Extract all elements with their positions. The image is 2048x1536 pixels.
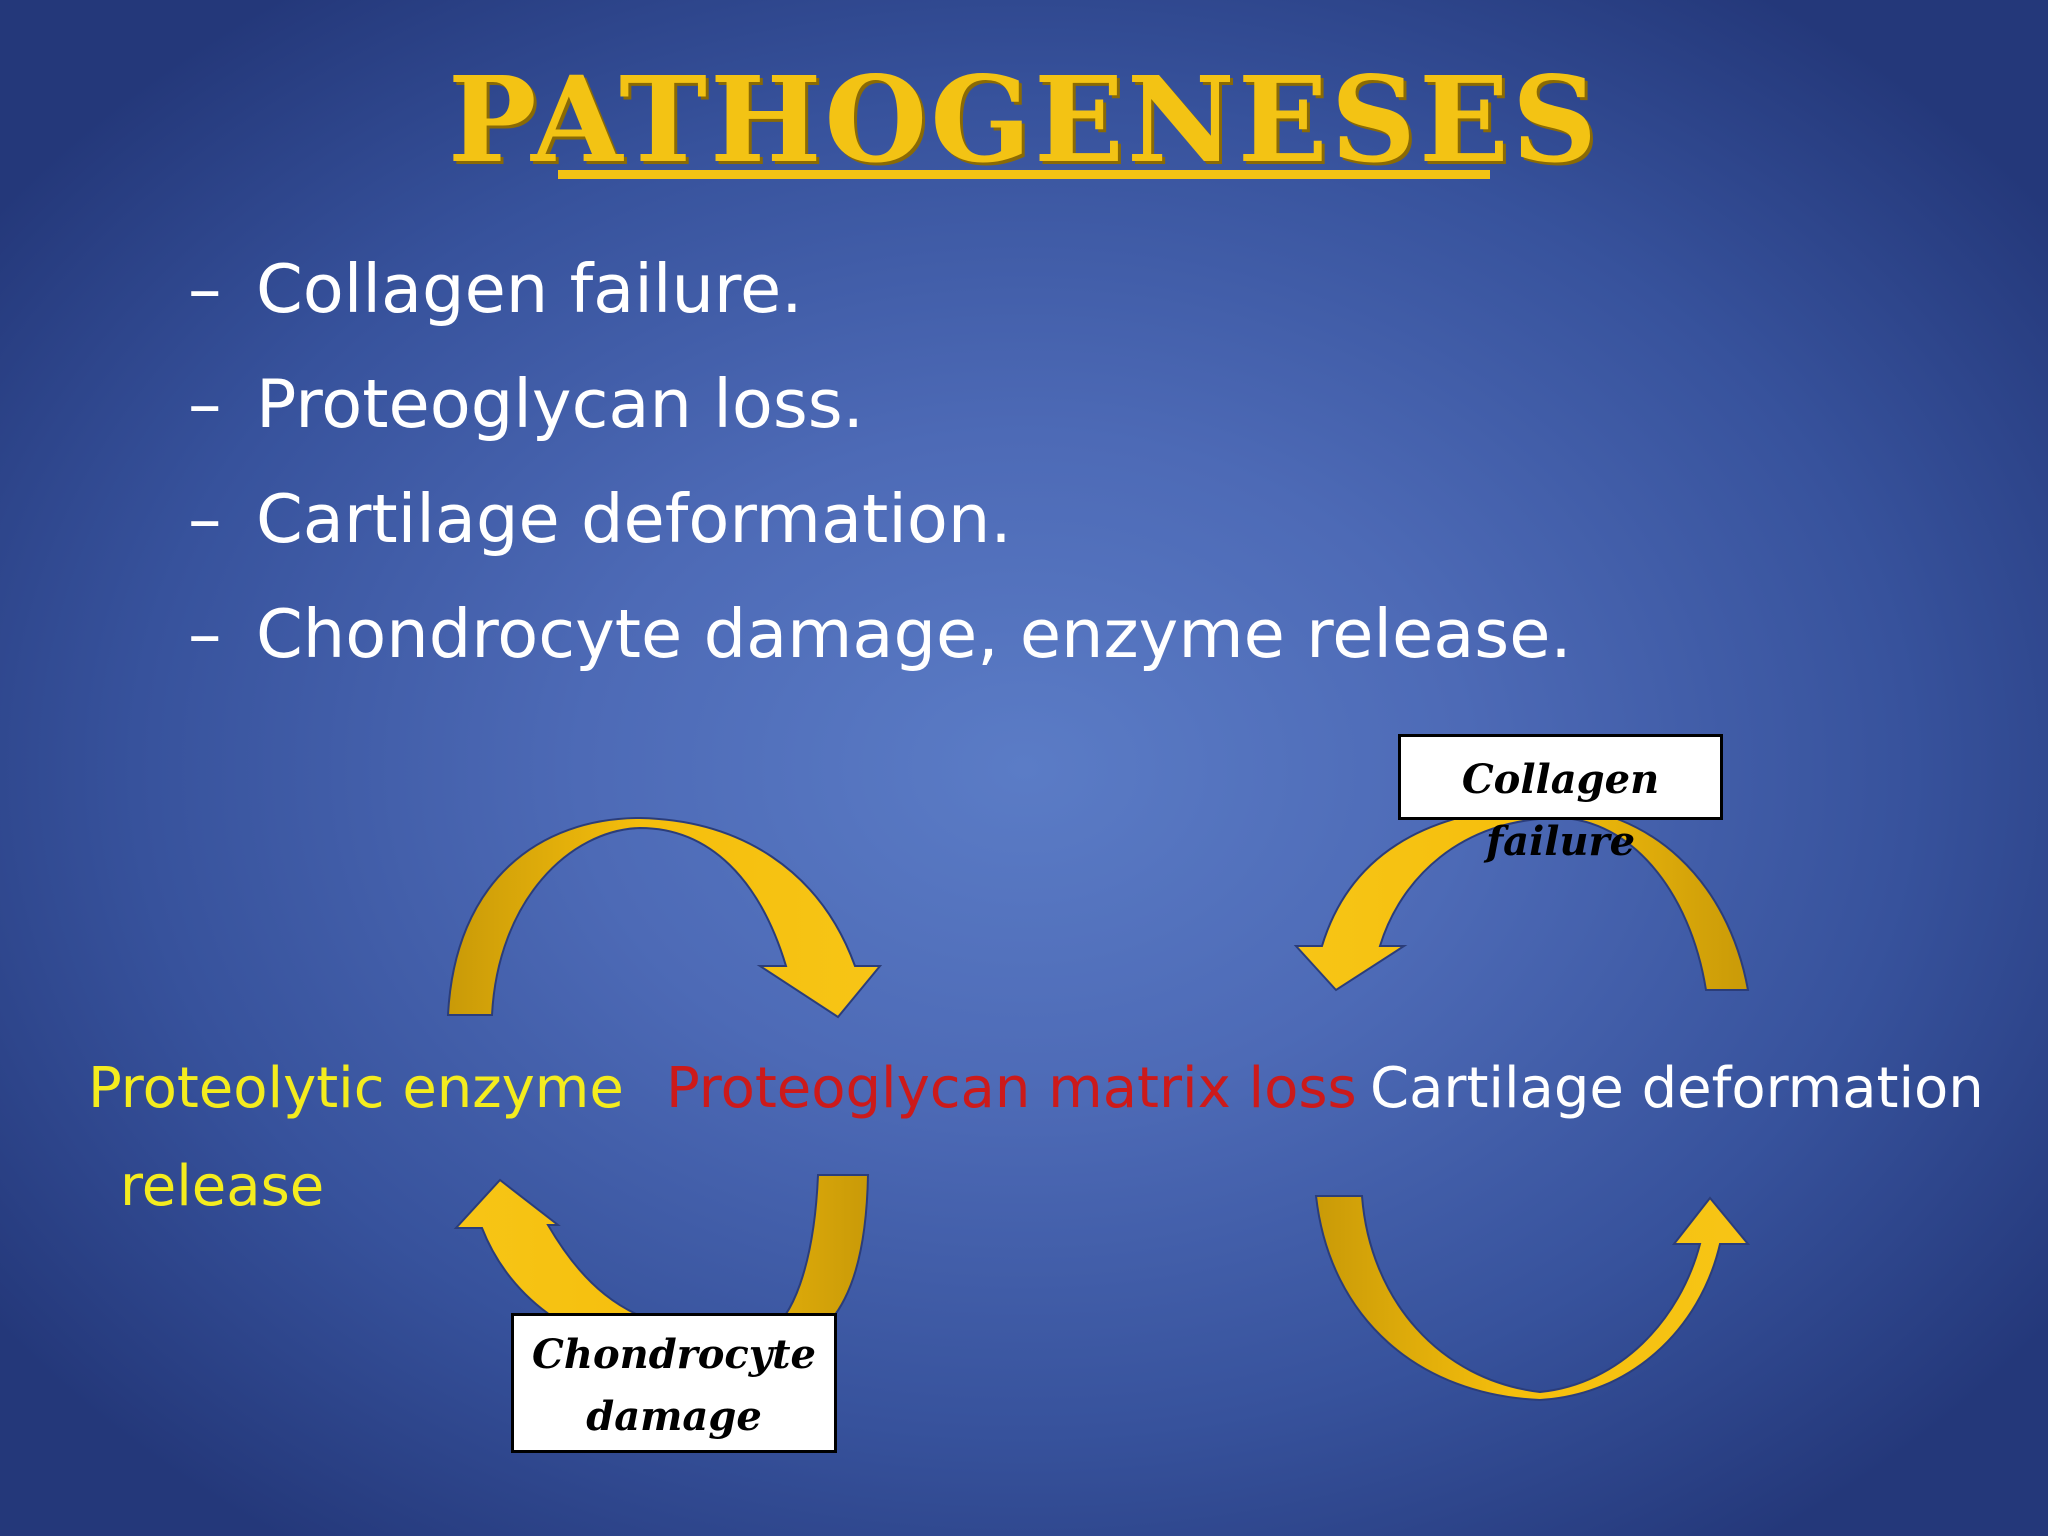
bullet-text: Chondrocyte damage, enzyme release.: [256, 595, 1572, 673]
box-chondrocyte-damage: Chondrocyte damage: [511, 1313, 837, 1453]
bullet-item: – Chondrocyte damage, enzyme release.: [188, 595, 1572, 710]
bullet-item: – Collagen failure.: [188, 250, 1572, 365]
box-collagen-line1: Collagen: [1461, 756, 1660, 803]
arrow-right-bottom: [1314, 1195, 1751, 1402]
label-proteoglycan-matrix-loss: Proteoglycan matrix loss: [666, 1056, 1357, 1121]
bullet-dash: –: [188, 250, 222, 328]
bullet-list: – Collagen failure. – Proteoglycan loss.…: [188, 250, 1572, 710]
bullet-text: Collagen failure.: [256, 250, 803, 328]
box-collagen-line2: failure: [1485, 818, 1636, 865]
bullet-item: – Proteoglycan loss.: [188, 365, 1572, 480]
title-underline: [558, 170, 1490, 179]
arrow-right-top: [1293, 804, 1750, 992]
bullet-dash: –: [188, 365, 222, 443]
bullet-text: Cartilage deformation.: [256, 480, 1012, 558]
label-enzyme-line2: release: [120, 1154, 325, 1219]
bullet-item: – Cartilage deformation.: [188, 480, 1572, 595]
bullet-dash: –: [188, 480, 222, 558]
box-chondrocyte-line2: damage: [586, 1393, 762, 1440]
box-collagen-failure: Collagen failure: [1398, 734, 1723, 865]
arrow-left-top: [446, 816, 883, 1019]
box-chondrocyte-line1: Chondrocyte: [532, 1331, 816, 1378]
label-cartilage-deformation: Cartilage deformation: [1370, 1056, 1984, 1121]
bullet-text: Proteoglycan loss.: [256, 365, 864, 443]
slide-title: PATHOGENESES: [447, 50, 1601, 189]
bullet-dash: –: [188, 595, 222, 673]
label-proteolytic-enzyme-release: Proteolytic enzyme release: [88, 1040, 624, 1236]
label-enzyme-line1: Proteolytic enzyme: [88, 1056, 624, 1121]
